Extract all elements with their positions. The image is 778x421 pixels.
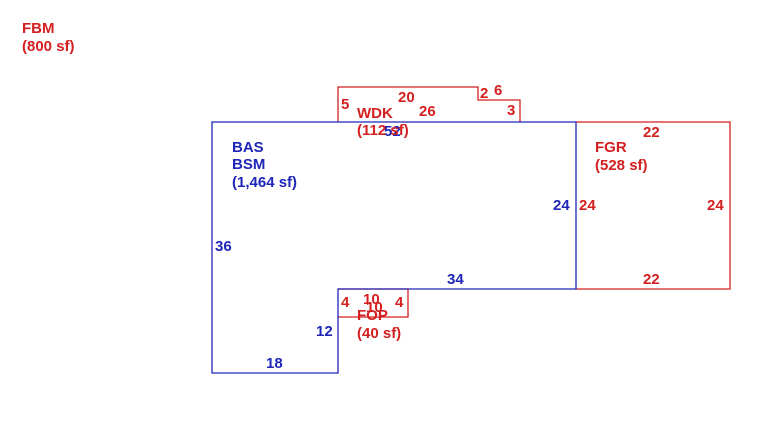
deck-area: (112 sf) bbox=[357, 122, 409, 139]
deck-dim-bottom: 26 bbox=[419, 103, 436, 120]
main-area: (1,464 sf) bbox=[232, 174, 297, 191]
porch-dim-bottom: 10 bbox=[366, 299, 383, 316]
main-dim-step-right: 12 bbox=[316, 323, 333, 340]
main-dim-top: 52 bbox=[384, 123, 401, 140]
main-dim-bottom-right: 34 bbox=[447, 271, 464, 288]
porch-dim-left: 4 bbox=[341, 294, 350, 311]
porch-label: FOP bbox=[357, 307, 388, 324]
main-house-outline bbox=[211, 121, 577, 374]
garage-label: FGR bbox=[595, 139, 627, 156]
garage-dim-left: 24 bbox=[579, 197, 596, 214]
deck-dim-notch-left: 2 bbox=[480, 85, 488, 102]
garage-dim-top: 22 bbox=[643, 124, 660, 141]
legend-name: FBM bbox=[22, 20, 55, 37]
deck-dim-top: 20 bbox=[398, 89, 415, 106]
porch-dim-top: 10 bbox=[363, 291, 380, 308]
garage-outline bbox=[576, 121, 731, 290]
main-dim-bottom: 18 bbox=[266, 355, 283, 372]
legend-area: (800 sf) bbox=[22, 38, 75, 55]
garage-dim-right: 24 bbox=[707, 197, 724, 214]
main-dim-right: 24 bbox=[553, 197, 570, 214]
deck-dim-right: 3 bbox=[507, 102, 515, 119]
main-label-bas: BAS bbox=[232, 139, 264, 156]
deck-dim-notch-top: 6 bbox=[494, 82, 502, 99]
main-label-bsm: BSM bbox=[232, 156, 265, 173]
main-dim-left: 36 bbox=[215, 238, 232, 255]
deck-label: WDK bbox=[357, 105, 393, 122]
garage-dim-bottom: 22 bbox=[643, 271, 660, 288]
deck-outline bbox=[337, 86, 521, 122]
porch-dim-right: 4 bbox=[395, 294, 404, 311]
porch-area: (40 sf) bbox=[357, 325, 401, 342]
deck-dim-left: 5 bbox=[341, 96, 349, 113]
garage-area: (528 sf) bbox=[595, 157, 648, 174]
